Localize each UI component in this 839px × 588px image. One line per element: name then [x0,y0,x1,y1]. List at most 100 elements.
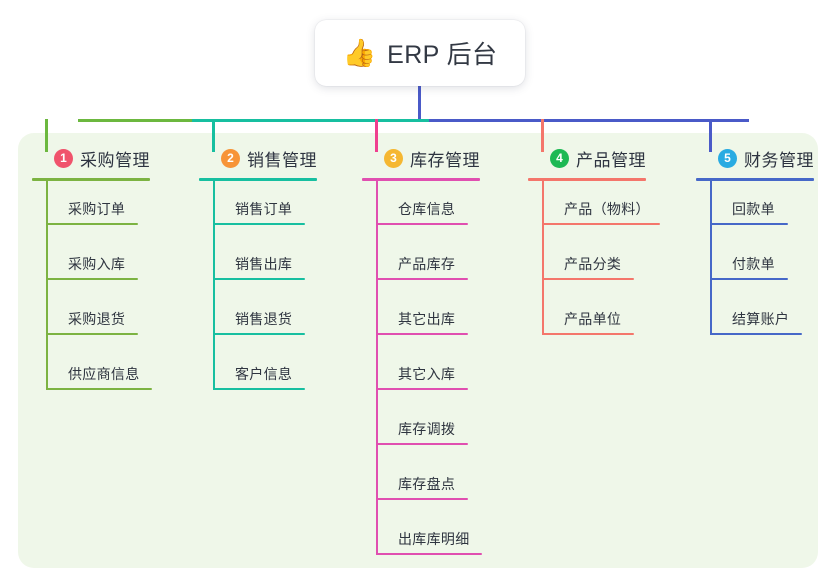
leaf-item-underline [376,333,468,335]
branch-index-badge: 1 [54,148,73,168]
branch-column-销售管理: 2 销售管理销售订单销售出库销售退货客户信息 [199,146,317,390]
leaf-item-underline [376,498,468,500]
connector-drop-4 [541,119,544,152]
connector-bar-segment-3 [429,119,749,122]
diagram-panel [18,133,818,568]
leaf-item[interactable]: 客户信息 [213,356,315,390]
leaf-item-label: 采购订单 [68,201,126,217]
leaf-item-label: 销售订单 [235,201,293,217]
leaf-item[interactable]: 库存盘点 [376,466,478,500]
branch-title: 采购管理 [80,150,150,170]
branch-index-badge: 3 [384,148,403,168]
leaf-item-label: 采购入库 [68,256,126,272]
connector-drop-5 [709,119,712,152]
leaf-item[interactable]: 产品（物料） [542,191,670,225]
leaf-item[interactable]: 结算账户 [710,301,812,335]
leaf-item-underline [213,388,305,390]
leaf-item-label: 销售退货 [235,311,293,327]
branch-title: 销售管理 [247,150,317,170]
leaf-item[interactable]: 供应商信息 [46,356,162,390]
branch-index-badge: 2 [221,148,240,168]
leaf-item-underline [376,388,468,390]
branch-title: 库存管理 [410,150,480,170]
branch-underline [696,178,814,181]
connector-bar-segment-2 [192,119,429,122]
branch-index-badge: 4 [550,148,569,168]
leaf-item-label: 付款单 [732,256,775,272]
leaf-item-label: 产品（物料） [564,201,650,217]
branch-spine [710,179,712,335]
thumbs-up-icon: 👍 [342,37,377,68]
connector-drop-3 [375,119,378,152]
branch-column-库存管理: 3 库存管理仓库信息产品库存其它出库其它入库库存调拨库存盘点出库库明细 [362,146,482,555]
leaf-item-underline [376,443,468,445]
leaf-item-label: 结算账户 [732,311,790,327]
leaf-item[interactable]: 产品单位 [542,301,644,335]
leaf-item-underline [46,278,138,280]
connector-drop-2 [212,119,215,152]
leaf-item-underline [376,223,468,225]
branch-header-库存管理[interactable]: 3 库存管理 [362,146,480,170]
leaf-item[interactable]: 产品库存 [376,246,478,280]
branch-underline [32,178,150,181]
root-stem-line [418,86,421,122]
leaf-item[interactable]: 采购入库 [46,246,148,280]
leaf-item-underline [710,278,788,280]
branch-spine [213,179,215,390]
leaf-item-label: 其它入库 [398,366,456,382]
branch-title: 财务管理 [744,150,814,170]
leaf-item-underline [542,333,634,335]
leaf-item-label: 客户信息 [235,366,293,382]
leaf-item-underline [710,223,788,225]
leaf-item-label: 采购退货 [68,311,126,327]
leaf-item-label: 产品单位 [564,311,622,327]
leaf-item[interactable]: 仓库信息 [376,191,478,225]
branch-header-产品管理[interactable]: 4 产品管理 [528,146,646,170]
leaf-item-label: 产品库存 [398,256,456,272]
branch-header-采购管理[interactable]: 1 采购管理 [32,146,150,170]
leaf-item[interactable]: 销售退货 [213,301,315,335]
leaf-item[interactable]: 销售出库 [213,246,315,280]
leaf-item-underline [46,223,138,225]
leaf-item-underline [46,388,152,390]
leaf-item[interactable]: 其它入库 [376,356,478,390]
leaf-item-underline [542,278,634,280]
leaf-item-underline [213,278,305,280]
leaf-item-underline [213,223,305,225]
leaf-item[interactable]: 采购订单 [46,191,148,225]
leaf-item[interactable]: 其它出库 [376,301,478,335]
leaf-item[interactable]: 采购退货 [46,301,148,335]
connector-drop-1 [45,119,48,152]
leaf-item-underline [710,333,802,335]
branch-column-财务管理: 5 财务管理回款单付款单结算账户 [696,146,814,335]
leaf-item-label: 供应商信息 [68,366,140,382]
leaf-item-underline [213,333,305,335]
leaf-item-label: 销售出库 [235,256,293,272]
root-node-label: ERP 后台 [387,41,498,69]
leaf-item-label: 出库库明细 [398,531,470,547]
branch-column-产品管理: 4 产品管理产品（物料） 产品分类产品单位 [528,146,660,335]
leaf-item[interactable]: 库存调拨 [376,411,478,445]
leaf-item[interactable]: 付款单 [710,246,798,280]
branch-header-财务管理[interactable]: 5 财务管理 [696,146,814,170]
branch-underline [199,178,317,181]
connector-bar-segment-1 [78,119,192,122]
branch-spine [376,179,378,555]
branch-index-badge: 5 [718,148,737,168]
leaf-item-underline [376,553,482,555]
leaf-item[interactable]: 销售订单 [213,191,315,225]
leaf-item-underline [376,278,468,280]
leaf-item-label: 库存盘点 [398,476,456,492]
leaf-item[interactable]: 出库库明细 [376,521,492,555]
branch-spine [542,179,544,335]
leaf-item-label: 仓库信息 [398,201,456,217]
leaf-item[interactable]: 回款单 [710,191,798,225]
branch-header-销售管理[interactable]: 2 销售管理 [199,146,317,170]
branch-title: 产品管理 [576,150,646,170]
root-node[interactable]: 👍 ERP 后台 [315,20,525,86]
branch-column-采购管理: 1 采购管理采购订单采购入库采购退货供应商信息 [32,146,152,390]
branch-underline [362,178,480,181]
leaf-item-label: 库存调拨 [398,421,456,437]
leaf-item[interactable]: 产品分类 [542,246,644,280]
